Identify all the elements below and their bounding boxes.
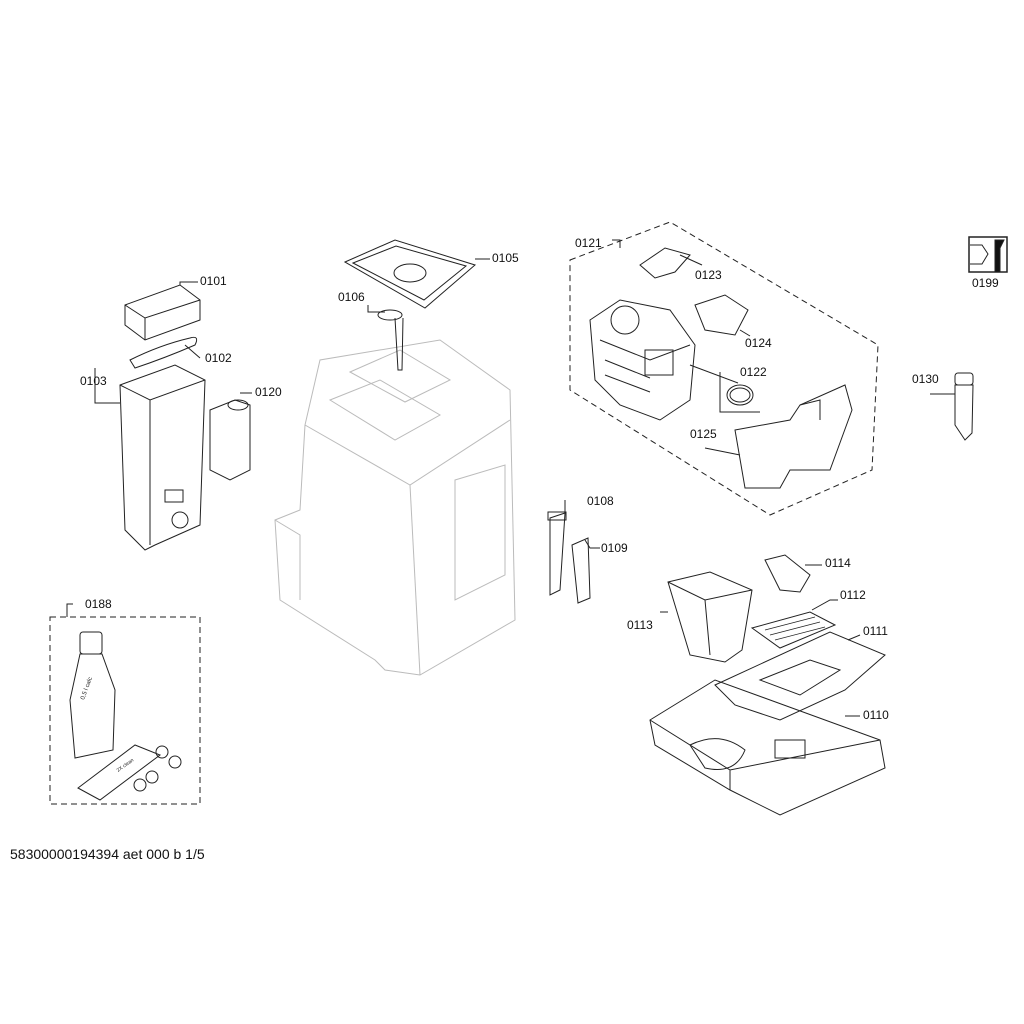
label-0199[interactable]: 0199 (972, 276, 999, 290)
part-0130-grease-tube (930, 372, 974, 441)
label-0122[interactable]: 0122 (740, 365, 767, 379)
label-0105[interactable]: 0105 (492, 251, 519, 265)
label-0124[interactable]: 0124 (745, 336, 772, 350)
label-0123[interactable]: 0123 (695, 268, 722, 282)
part-0108-connector (547, 500, 567, 596)
part-0125-tray (704, 384, 853, 489)
part-0114-latch (764, 554, 822, 593)
part-0188-care-kit (49, 603, 201, 805)
part-0105-lid-seal (343, 239, 490, 309)
part-0106-screw (367, 305, 404, 371)
label-0101[interactable]: 0101 (200, 274, 227, 288)
bottle-label: 0,5 l calc (80, 676, 94, 700)
label-0121[interactable]: 0121 (575, 236, 602, 250)
label-0125[interactable]: 0125 (690, 427, 717, 441)
label-0110[interactable]: 0110 (863, 708, 889, 722)
part-0110-drip-tray (649, 679, 886, 816)
label-0102[interactable]: 0102 (205, 351, 232, 365)
part-0124-chute (694, 294, 751, 337)
part-0101-tank-lid (124, 281, 201, 341)
label-0130[interactable]: 0130 (912, 372, 939, 386)
part-0123-bracket (639, 247, 703, 279)
part-brew-unit (589, 299, 696, 421)
part-0120-water-filter (209, 392, 252, 481)
machine-body-ghost (274, 339, 516, 676)
part-0103-water-tank (94, 364, 206, 551)
part-0111-drip-cover (714, 631, 886, 721)
label-0112[interactable]: 0112 (840, 588, 866, 602)
part-0122-seal-ring (689, 364, 760, 413)
label-0111[interactable]: 0111 (863, 624, 888, 638)
label-0106[interactable]: 0106 (338, 290, 365, 304)
label-0120[interactable]: 0120 (255, 385, 282, 399)
label-0113[interactable]: 0113 (627, 618, 653, 632)
document-id-footer: 58300000194394 aet 000 b 1/5 (10, 846, 205, 862)
label-0109[interactable]: 0109 (601, 541, 628, 555)
part-0121-brew-unit-group (569, 221, 879, 516)
part-0199-tool-icon (968, 236, 1008, 273)
label-0114[interactable]: 0114 (825, 556, 851, 570)
part-0102-handle (129, 336, 201, 369)
part-0112-grid (750, 599, 838, 649)
part-0109-cover (571, 537, 600, 604)
label-0188[interactable]: 0188 (85, 597, 112, 611)
part-0113-grounds-container (660, 571, 753, 663)
label-0108[interactable]: 0108 (587, 494, 614, 508)
label-0103[interactable]: 0103 (80, 374, 107, 388)
tablets-label: 2X clean (116, 757, 136, 773)
